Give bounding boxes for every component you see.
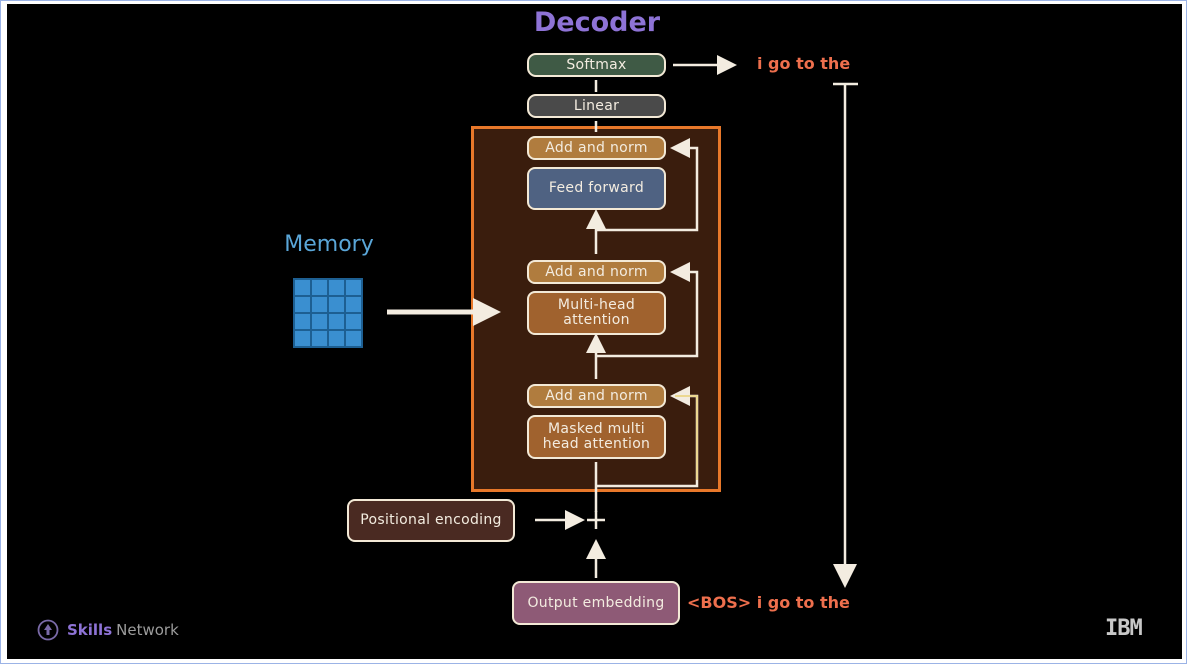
softmax-box: Softmax xyxy=(527,53,666,77)
masked-attention-box: Masked multi head attention xyxy=(527,415,666,459)
ibm-logo: IBM xyxy=(1105,616,1143,641)
output-embedding-box: Output embedding xyxy=(512,581,680,625)
residual-loop-2 xyxy=(596,262,699,358)
loop-back-arrowhead xyxy=(833,564,857,588)
residual-loop-1 xyxy=(596,386,699,488)
brand-network: Network xyxy=(116,621,179,639)
connector-arrows xyxy=(387,55,858,588)
memory-arrowhead xyxy=(473,298,501,326)
feed-forward-box: Feed forward xyxy=(527,167,666,210)
memory-matrix-icon xyxy=(293,278,363,348)
add-norm-box-2: Add and norm xyxy=(527,260,666,284)
skills-network-icon xyxy=(37,619,59,641)
positional-encoding-box: Positional encoding xyxy=(347,499,515,542)
residual-loop-3 xyxy=(596,138,699,232)
diagram-title: Decoder xyxy=(533,7,661,38)
skills-network-logo: Skills Network xyxy=(37,619,179,641)
brand-skills: Skills xyxy=(67,621,113,639)
slide: Decoder Softmax Linear Add and norm Feed… xyxy=(7,4,1182,659)
output-tokens: i go to the xyxy=(757,54,851,73)
linear-box: Linear xyxy=(527,94,666,118)
memory-label: Memory xyxy=(284,232,374,257)
input-tokens: <BOS> i go to the xyxy=(687,593,850,612)
add-norm-box-3: Add and norm xyxy=(527,136,666,160)
add-norm-box-1: Add and norm xyxy=(527,384,666,408)
